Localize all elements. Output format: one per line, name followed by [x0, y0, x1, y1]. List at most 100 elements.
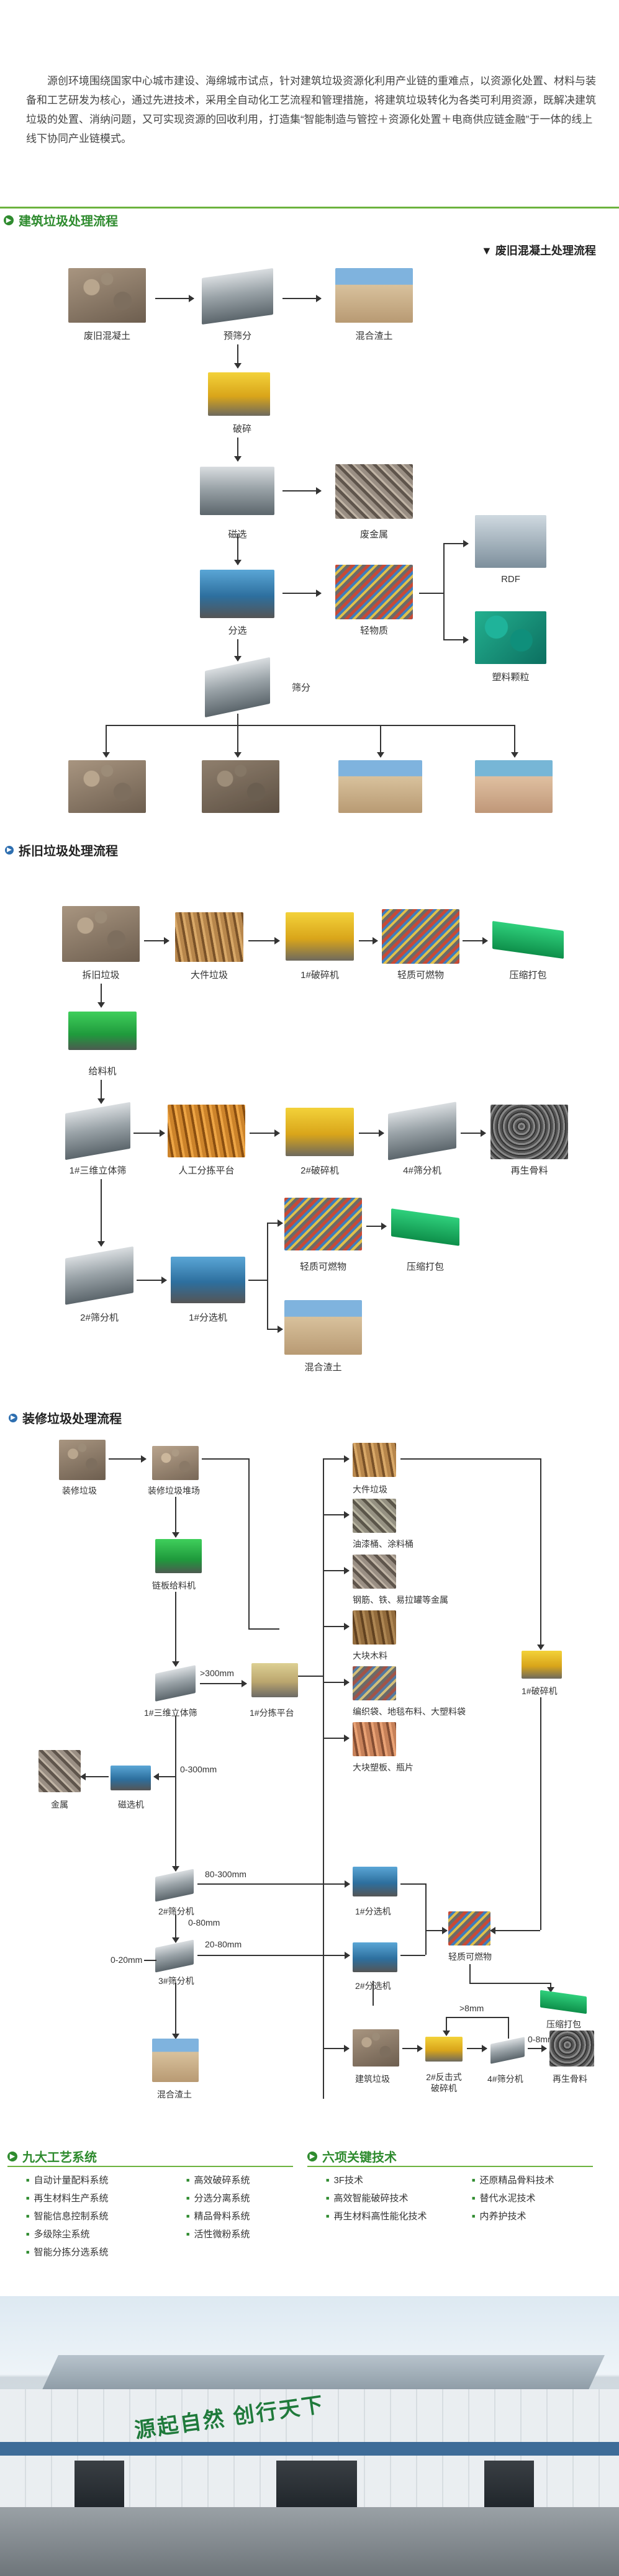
crusher1-c-image — [522, 1651, 562, 1679]
connector — [508, 2017, 509, 2039]
waste-concrete-image — [68, 268, 146, 323]
label-bulky-waste-c: 大件垃圾 — [353, 1484, 387, 1494]
tech-title-text: 六项关键技术 — [322, 2151, 397, 2165]
aggregate-image-4 — [475, 760, 553, 813]
magnetic-separator-image — [200, 467, 274, 515]
arrow — [425, 1927, 448, 1934]
screen1-c-image — [155, 1665, 196, 1702]
arrow — [402, 2045, 423, 2052]
label-baler-c: 压缩打包 — [546, 2019, 581, 2029]
list-item: 自动计量配料系统 — [26, 2172, 108, 2190]
mixed-soil3-image — [152, 2039, 199, 2082]
label-steel: 钢筋、铁、易拉罐等金属 — [353, 1595, 448, 1605]
mixed-soil2-image — [284, 1300, 362, 1355]
arrow — [359, 1129, 384, 1137]
arrow — [234, 725, 242, 758]
connector — [175, 1716, 176, 1775]
connector — [419, 593, 444, 594]
connector — [469, 1983, 550, 1984]
list-item: 替代水泥技术 — [472, 2190, 554, 2208]
arrow — [323, 2045, 350, 2052]
connector — [106, 725, 515, 726]
label-magnetic-machine: 磁选机 — [118, 1800, 144, 1810]
arrow — [97, 984, 105, 1008]
arrow — [528, 2045, 547, 2052]
list-item: 分选分离系统 — [186, 2190, 250, 2208]
label-scrap-metal: 废金属 — [359, 529, 388, 540]
list-item: 再生材料生产系统 — [26, 2190, 108, 2208]
arrow — [267, 1219, 283, 1227]
factory-band — [0, 2442, 619, 2456]
intro-paragraph: 源创环境围绕国家中心城市建设、海绵城市试点，针对建筑垃圾资源化利用产业链的重难点… — [26, 75, 596, 145]
light-material-image — [335, 565, 413, 619]
edge-label-0-80: 0-80mm — [188, 1918, 220, 1928]
plastic-pellet-image — [475, 611, 546, 664]
arrow — [102, 725, 110, 758]
section-bullet-icon: ▶ — [7, 2151, 17, 2161]
tech-underline — [307, 2166, 593, 2167]
connector — [400, 1883, 425, 1885]
label-manual-platform: 人工分拣平台 — [178, 1165, 235, 1176]
subsection-title-concrete: ▼ 废旧混凝土处理流程 — [481, 242, 596, 258]
arrow — [366, 1223, 387, 1230]
bulky-waste-image — [175, 912, 243, 962]
label-rdf: RDF — [501, 574, 520, 585]
list-item: 3F技术 — [326, 2172, 427, 2190]
rdf-machine-image — [475, 515, 546, 568]
arrow — [250, 1129, 280, 1137]
section-bullet-icon: ▶ — [307, 2151, 317, 2161]
prescreen-machine-image — [202, 267, 273, 325]
label-screen3-c: 3#筛分机 — [158, 1976, 194, 1986]
label-crusher1: 1#破碎机 — [300, 970, 339, 981]
arrow — [323, 1511, 350, 1519]
label-crusher2: 2#破碎机 — [300, 1165, 339, 1176]
arrow — [197, 1880, 350, 1888]
section-title-demolition: ▶ 拆旧垃圾处理流程 — [5, 841, 118, 859]
arrow — [234, 534, 242, 565]
list-item: 智能信息控制系统 — [26, 2208, 108, 2226]
label-combustible: 轻质可燃物 — [397, 970, 444, 981]
arrow — [267, 1326, 283, 1333]
factory-door — [75, 2461, 124, 2507]
arrow — [234, 438, 242, 462]
arrow — [443, 636, 469, 644]
arrow — [172, 1592, 179, 1667]
sorting-platform-image — [251, 1663, 298, 1697]
section-title-decoration: ▶ 装修垃圾处理流程 — [9, 1409, 122, 1427]
arrow — [109, 1455, 147, 1463]
label-crush: 破碎 — [232, 424, 251, 434]
label-screening: 筛分 — [291, 683, 310, 693]
demolition-waste-image — [62, 906, 140, 962]
label-decoration-waste: 装修垃圾 — [62, 1486, 97, 1496]
label-metal: 金属 — [51, 1800, 68, 1810]
connector — [248, 1628, 279, 1630]
screen3-c-image — [155, 1939, 194, 1973]
arrow — [443, 2017, 450, 2036]
arrow — [137, 1277, 167, 1284]
decoration-yard-image — [152, 1446, 199, 1480]
plastic-board-image — [353, 1722, 396, 1756]
subsection-title-text: 废旧混凝土处理流程 — [495, 245, 596, 257]
processes-title: ▶ 九大工艺系统 — [7, 2147, 97, 2165]
arrow — [467, 2045, 487, 2052]
label-mixed-soil: 混合渣土 — [355, 331, 393, 341]
recycled-aggregate-c-image — [549, 2031, 594, 2067]
mixed-soil-image — [335, 268, 413, 323]
screen4-image — [388, 1102, 456, 1160]
edge-label-gt300: >300mm — [200, 1668, 234, 1678]
processes-list-2: 高效破碎系统 分选分离系统 精品骨料系统 活性微粉系统 — [186, 2172, 250, 2244]
arrow — [511, 725, 518, 758]
section-title-text: 建筑垃圾处理流程 — [19, 215, 118, 228]
arrow — [547, 1983, 554, 1993]
arrow — [97, 1179, 105, 1247]
arrow — [282, 487, 322, 495]
label-screen2: 2#筛分机 — [80, 1313, 119, 1323]
separator1-image — [171, 1257, 245, 1303]
label-construction-waste-c: 建筑垃圾 — [355, 2074, 390, 2084]
processes-list-1: 自动计量配料系统 再生材料生产系统 智能信息控制系统 多级除尘系统 智能分拣分选… — [26, 2172, 108, 2262]
edge-label-0-300: 0-300mm — [180, 1764, 217, 1774]
section-divider — [0, 207, 619, 209]
section-bullet-icon: ▶ — [5, 845, 14, 855]
chain-feeder-image — [155, 1539, 202, 1573]
crusher1-image — [286, 912, 354, 961]
